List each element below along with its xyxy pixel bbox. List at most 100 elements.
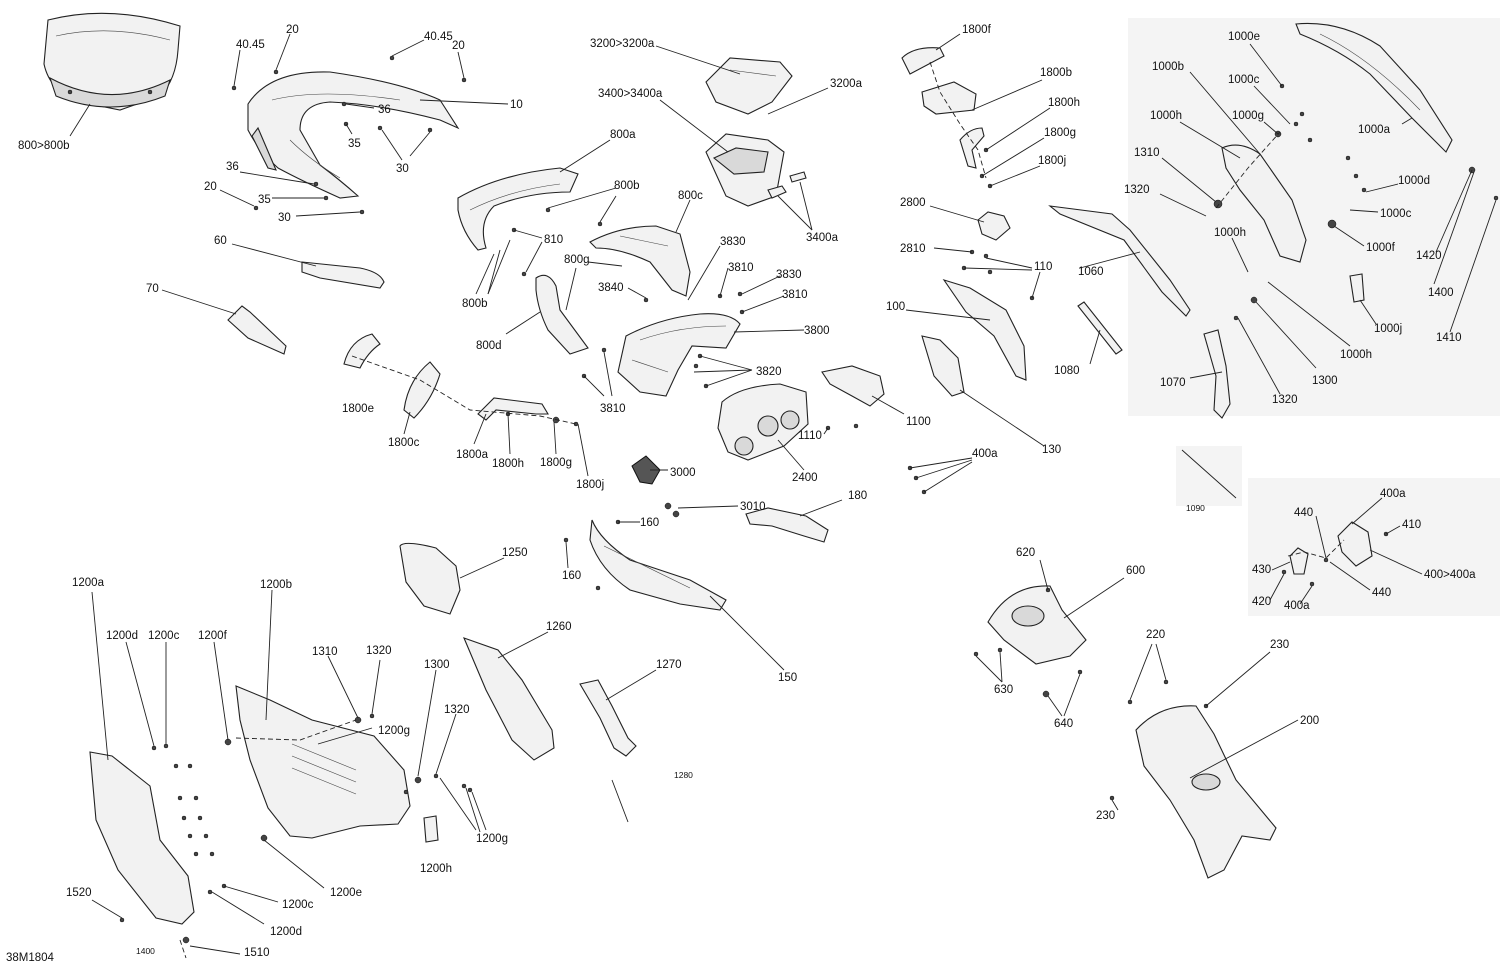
callout-800c: 800c bbox=[678, 190, 703, 202]
part-windshield[interactable] bbox=[43, 12, 181, 111]
callout-1000e: 1000e bbox=[1228, 31, 1260, 43]
callout-800d: 800d bbox=[476, 340, 502, 352]
part-130[interactable] bbox=[921, 335, 965, 397]
callout-1200h: 1200h bbox=[420, 863, 452, 875]
part-800c[interactable] bbox=[589, 225, 691, 297]
callout-1200a: 1200a bbox=[72, 577, 105, 589]
part-1080[interactable] bbox=[1077, 301, 1123, 355]
callout-40-45: 40.45 bbox=[424, 31, 453, 43]
part-2400[interactable] bbox=[717, 383, 809, 461]
callout-130: 130 bbox=[1042, 444, 1061, 456]
part-800d[interactable] bbox=[535, 274, 589, 355]
callout-600: 600 bbox=[1126, 565, 1145, 577]
part-1000j[interactable] bbox=[1349, 273, 1365, 303]
callout-1300: 1300 bbox=[424, 659, 450, 671]
part-180[interactable] bbox=[745, 507, 829, 543]
callout-3800: 3800 bbox=[804, 325, 830, 337]
callout-1200c: 1200c bbox=[148, 630, 180, 642]
callout-3400a: 3400a bbox=[806, 232, 839, 244]
callout-3200-3200a: 3200>3200a bbox=[590, 38, 655, 50]
callout-1800b: 1800b bbox=[1040, 67, 1072, 79]
callout-1510: 1510 bbox=[244, 947, 270, 959]
part-3400a[interactable] bbox=[767, 171, 807, 199]
part-1800c[interactable] bbox=[403, 361, 441, 419]
callout-1000f: 1000f bbox=[1366, 242, 1396, 254]
part-2800[interactable] bbox=[977, 211, 1011, 241]
part-60[interactable] bbox=[301, 261, 385, 289]
callout-1410: 1410 bbox=[1436, 332, 1462, 344]
callout-1110: 1110 bbox=[798, 430, 822, 442]
callout-1800h: 1800h bbox=[1048, 97, 1080, 109]
callout-1320: 1320 bbox=[444, 704, 470, 716]
part-100[interactable] bbox=[942, 279, 1027, 381]
part-430[interactable] bbox=[1289, 547, 1309, 575]
callout-1800g: 1800g bbox=[540, 457, 572, 469]
callout-640: 640 bbox=[1054, 718, 1073, 730]
callout-40-45: 40.45 bbox=[236, 39, 265, 51]
part-3800[interactable] bbox=[617, 313, 741, 397]
part-3000[interactable] bbox=[631, 455, 661, 485]
part-150[interactable] bbox=[589, 519, 727, 611]
part-1200b[interactable] bbox=[235, 685, 411, 839]
part-upper-console[interactable] bbox=[247, 71, 460, 199]
callout-180: 180 bbox=[848, 490, 867, 502]
part-1200a[interactable] bbox=[89, 751, 195, 925]
callout-620: 620 bbox=[1016, 547, 1035, 559]
callout-36: 36 bbox=[226, 161, 239, 173]
callout-2400: 2400 bbox=[792, 472, 818, 484]
callout-10: 10 bbox=[510, 99, 523, 111]
callout-1310: 1310 bbox=[1134, 147, 1160, 159]
callout-3000: 3000 bbox=[670, 467, 696, 479]
part-1800e[interactable] bbox=[343, 333, 381, 369]
callout-1080: 1080 bbox=[1054, 365, 1080, 377]
callout-1200g: 1200g bbox=[378, 725, 410, 737]
part-70[interactable] bbox=[227, 305, 287, 355]
callout-1270: 1270 bbox=[656, 659, 682, 671]
callout-1800j: 1800j bbox=[576, 479, 604, 491]
callout-1800j: 1800j bbox=[1038, 155, 1066, 167]
callout-1300: 1300 bbox=[1312, 375, 1338, 387]
part-1000a[interactable] bbox=[1295, 22, 1453, 153]
callout-2800: 2800 bbox=[900, 197, 926, 209]
callout-1800f: 1800f bbox=[962, 24, 992, 36]
callout-1310: 1310 bbox=[312, 646, 338, 658]
part-1270[interactable] bbox=[579, 679, 637, 757]
callout-30: 30 bbox=[278, 212, 291, 224]
part-1800f[interactable] bbox=[901, 47, 945, 75]
part-600[interactable] bbox=[987, 585, 1087, 665]
part-1280[interactable] bbox=[611, 779, 629, 823]
part-1800b[interactable] bbox=[921, 81, 977, 115]
callout-1000d: 1000d bbox=[1398, 175, 1430, 187]
callout-200: 200 bbox=[1300, 715, 1319, 727]
part-1260[interactable] bbox=[463, 637, 555, 761]
callout-1000h: 1000h bbox=[1214, 227, 1246, 239]
part-1800a[interactable] bbox=[477, 397, 549, 421]
leader-lines bbox=[69, 33, 1497, 955]
part-1200h[interactable] bbox=[423, 815, 439, 843]
part-1070[interactable] bbox=[1203, 329, 1231, 419]
part-1060[interactable] bbox=[1048, 205, 1191, 317]
callout-400a: 400a bbox=[1380, 488, 1406, 500]
part-400[interactable] bbox=[1337, 521, 1373, 567]
part-200[interactable] bbox=[1135, 705, 1277, 879]
part-800a[interactable] bbox=[457, 167, 579, 251]
part-1800h-right[interactable] bbox=[959, 127, 985, 169]
callout-810: 810 bbox=[544, 234, 563, 246]
part-1100[interactable] bbox=[821, 365, 885, 407]
callout-800-800b: 800>800b bbox=[18, 140, 70, 152]
callout-3810: 3810 bbox=[782, 289, 808, 301]
part-1090[interactable] bbox=[1181, 449, 1237, 499]
callout-35: 35 bbox=[258, 194, 271, 206]
part-1250[interactable] bbox=[399, 542, 461, 615]
callout-3810: 3810 bbox=[600, 403, 626, 415]
callout-420: 420 bbox=[1252, 596, 1271, 608]
callout-1420: 1420 bbox=[1416, 250, 1442, 262]
part-3400[interactable] bbox=[705, 133, 785, 207]
callout-1400: 1400 bbox=[1428, 287, 1454, 299]
callout-1200c: 1200c bbox=[282, 899, 314, 911]
callout-20: 20 bbox=[286, 24, 299, 36]
callout-3830: 3830 bbox=[776, 269, 802, 281]
callout-1000b: 1000b bbox=[1152, 61, 1184, 73]
part-3200[interactable] bbox=[705, 57, 793, 115]
